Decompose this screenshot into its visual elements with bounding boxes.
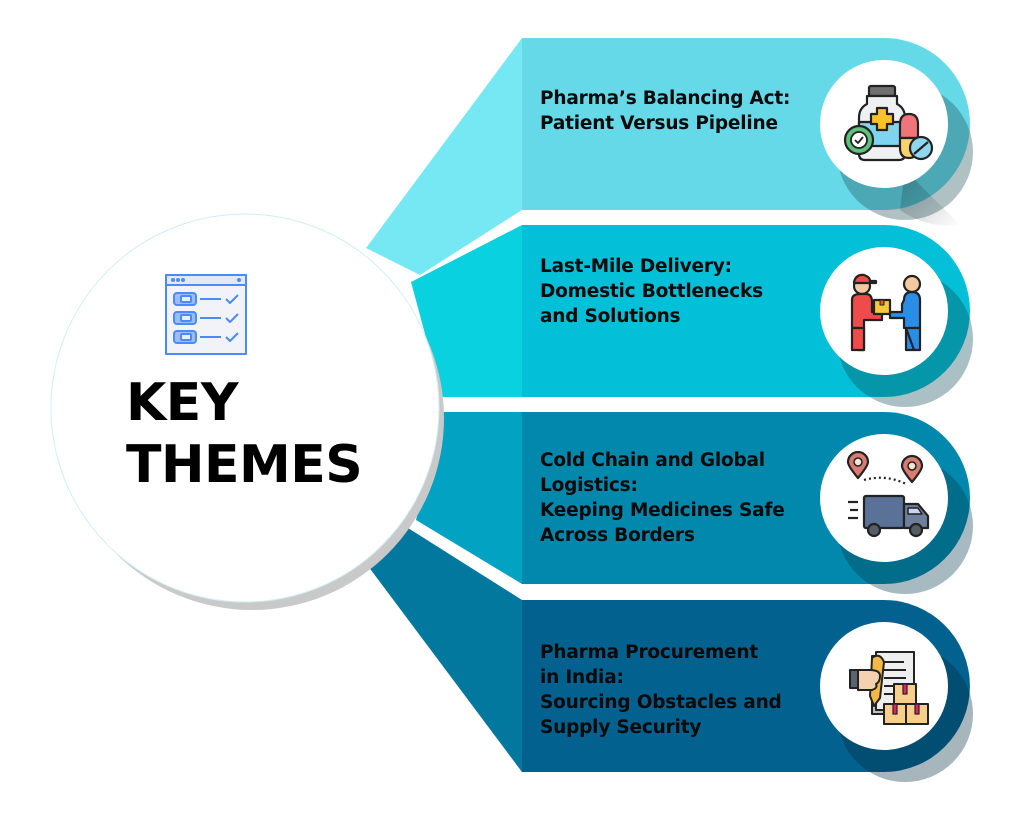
theme-2-line2: Domestic Bottlenecks [540, 281, 763, 302]
theme-2-line1: Last-Mile Delivery: [540, 256, 732, 277]
theme-1-line2: Patient Versus Pipeline [540, 113, 778, 134]
band-3-connector [416, 412, 522, 584]
procurement-contract-boxes-icon [849, 651, 929, 725]
theme-3-line1: Cold Chain and Global [540, 450, 765, 471]
theme-3-line4: Across Borders [540, 525, 695, 546]
theme-3-line2: Logistics: [540, 475, 638, 496]
theme-3-line3: Keeping Medicines Safe [540, 500, 785, 521]
theme-1-line1: Pharma’s Balancing Act: [540, 88, 791, 109]
theme-title-2: Last-Mile Delivery: Domestic Bottlenecks… [540, 254, 820, 329]
band-4-connector [368, 528, 522, 772]
band-2-connector [411, 225, 522, 397]
center-circle [50, 213, 440, 603]
center-title-line1: KEY [126, 373, 238, 433]
band-1-connector [366, 38, 522, 275]
theme-2-line3: and Solutions [540, 306, 681, 327]
theme-title-3: Cold Chain and Global Logistics: Keeping… [540, 448, 820, 548]
theme-title-1: Pharma’s Balancing Act: Patient Versus P… [540, 86, 820, 136]
delivery-handover-icon [850, 273, 922, 352]
checklist-icon [165, 274, 247, 355]
center-title-line2: THEMES [126, 435, 363, 495]
theme-4-line3: Sourcing Obstacles and [540, 692, 782, 713]
band-1-tail-shadow [900, 170, 960, 226]
center-title: KEY THEMES [126, 372, 363, 496]
theme-4-line1: Pharma Procurement [540, 642, 758, 663]
theme-4-line4: Supply Security [540, 717, 702, 738]
theme-title-4: Pharma Procurement in India: Sourcing Ob… [540, 640, 820, 740]
theme-4-line2: in India: [540, 667, 624, 688]
delivery-truck-route-icon [846, 450, 930, 538]
medicine-bottle-pills-icon [843, 84, 934, 162]
